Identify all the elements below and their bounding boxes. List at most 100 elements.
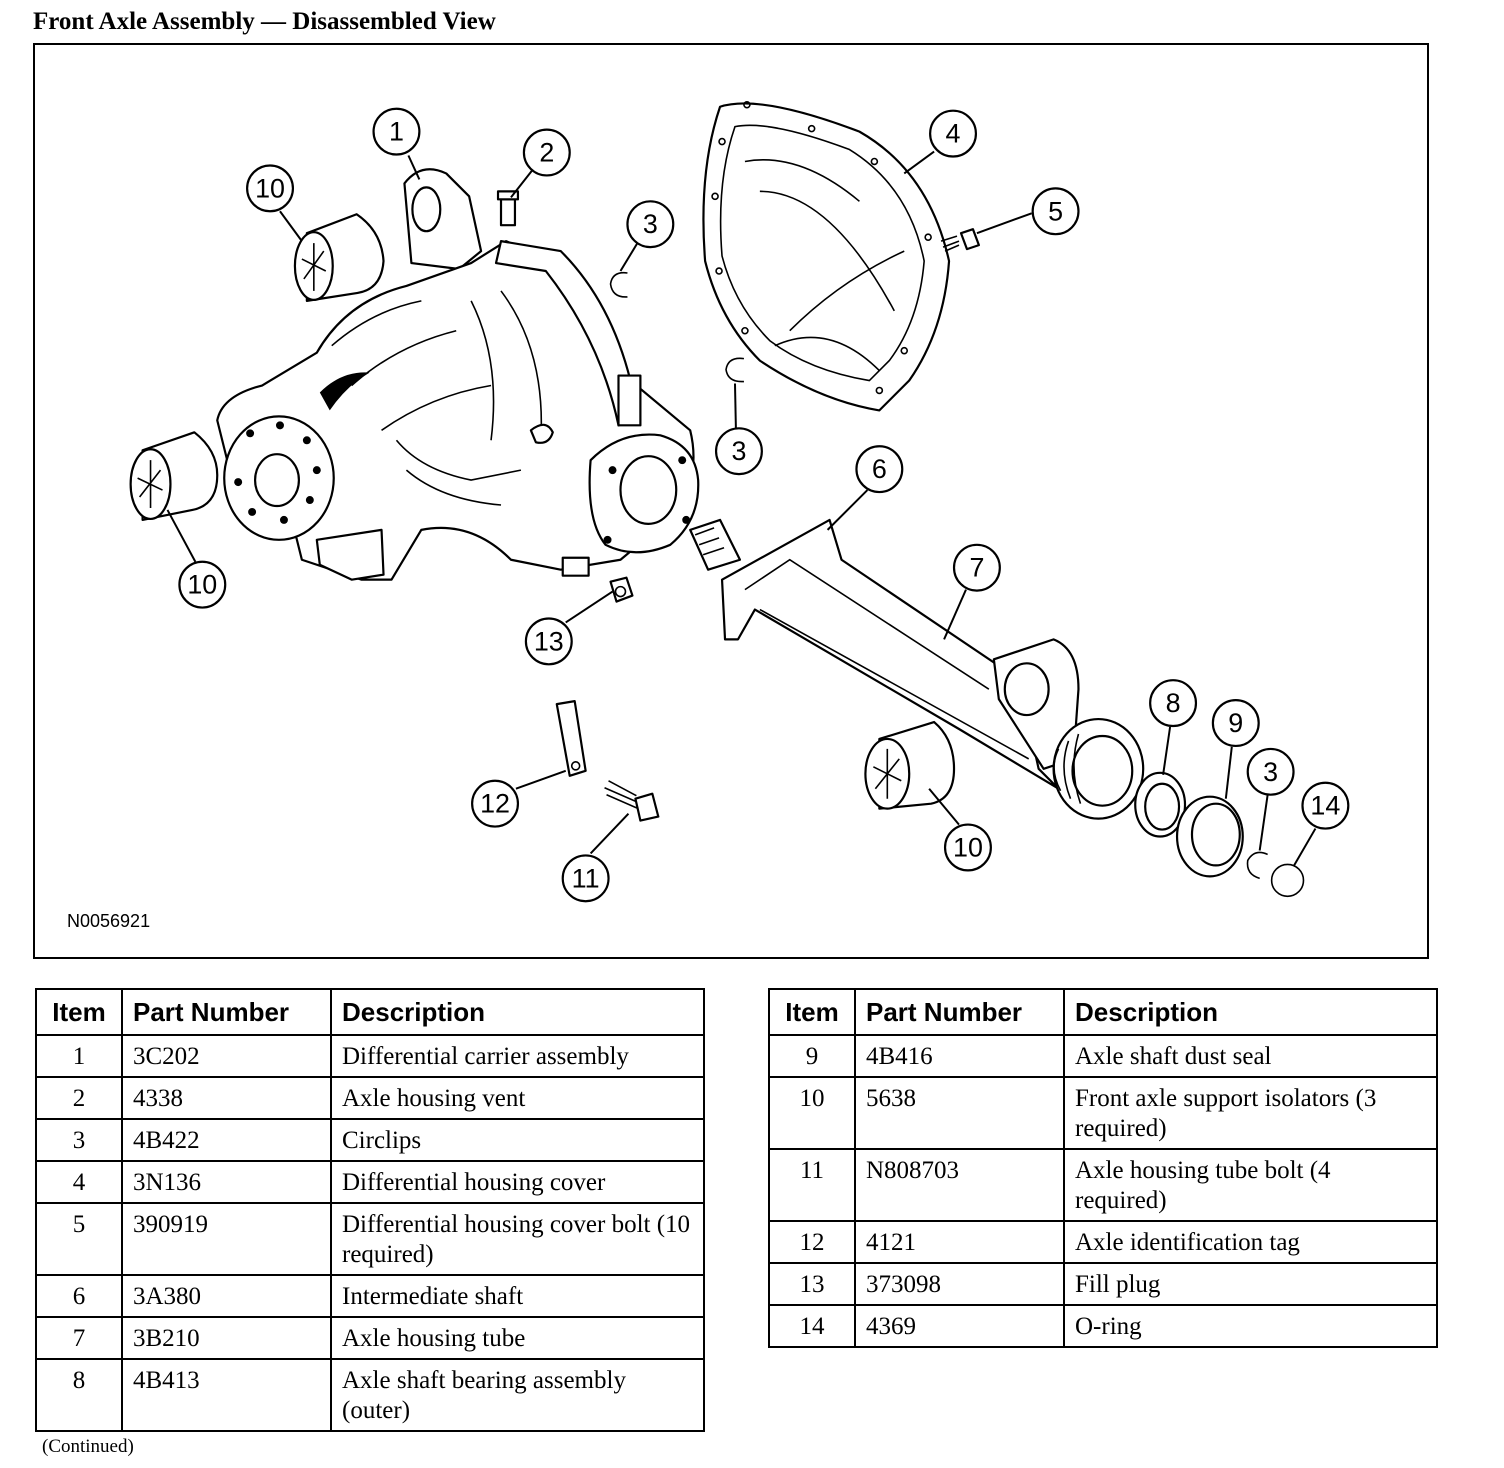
header-part-number: Part Number xyxy=(854,988,1065,1036)
cell-description: Fill plug xyxy=(1063,1262,1438,1306)
svg-text:5: 5 xyxy=(1048,196,1063,226)
cell-item: 3 xyxy=(35,1118,123,1162)
cell-item: 5 xyxy=(35,1202,123,1276)
header-part-number: Part Number xyxy=(121,988,332,1036)
callout-10-upper: 10 xyxy=(246,164,295,213)
cell-description: Differential housing cover xyxy=(330,1160,705,1204)
callout-3-lower: 3 xyxy=(1246,747,1295,796)
dust-seal-drawing xyxy=(1175,795,1244,878)
svg-text:7: 7 xyxy=(969,553,984,583)
cell-description: Differential carrier assembly xyxy=(330,1034,705,1078)
svg-text:9: 9 xyxy=(1228,708,1243,738)
isolator-left-drawing xyxy=(129,431,219,522)
differential-carrier-drawing xyxy=(216,168,700,581)
cell-part-number: 4B422 xyxy=(121,1118,332,1162)
svg-text:2: 2 xyxy=(539,138,554,168)
callout-3-middle: 3 xyxy=(714,427,763,476)
header-description: Description xyxy=(1063,988,1438,1036)
cell-description: Intermediate shaft xyxy=(330,1274,705,1318)
circlip-lower-drawing xyxy=(1246,851,1268,880)
id-tag-drawing xyxy=(555,700,587,777)
svg-text:14: 14 xyxy=(1310,791,1340,821)
callout-5: 5 xyxy=(1031,187,1080,236)
svg-text:10: 10 xyxy=(953,832,983,862)
cell-part-number: 3N136 xyxy=(121,1160,332,1204)
callout-7: 7 xyxy=(952,543,1001,592)
cell-item: 4 xyxy=(35,1160,123,1204)
callout-11: 11 xyxy=(561,854,610,903)
cell-part-number: 373098 xyxy=(854,1262,1065,1306)
cell-part-number: 4B416 xyxy=(854,1034,1065,1078)
svg-text:10: 10 xyxy=(255,173,285,203)
cell-part-number: N808703 xyxy=(854,1148,1065,1222)
cell-item: 14 xyxy=(768,1304,856,1348)
cell-part-number: 4121 xyxy=(854,1220,1065,1264)
cell-description: O-ring xyxy=(1063,1304,1438,1348)
callout-14: 14 xyxy=(1301,781,1350,830)
housing-cover-drawing xyxy=(702,100,951,412)
callout-1: 1 xyxy=(372,107,421,156)
cell-description: Circlips xyxy=(330,1118,705,1162)
page-title: Front Axle Assembly — Disassembled View xyxy=(33,8,496,35)
cell-description: Axle housing tube bolt (4 required) xyxy=(1063,1148,1438,1222)
diagram-canvas: 1 2 3 3 3 4 5 6 7 8 9 10 10 10 11 12 13 … xyxy=(129,100,1350,903)
callout-3-upper: 3 xyxy=(626,200,675,249)
cell-part-number: 4369 xyxy=(854,1304,1065,1348)
callout-10-left: 10 xyxy=(178,560,227,609)
callout-10-lower: 10 xyxy=(943,823,992,872)
leader-lines xyxy=(166,150,1317,867)
svg-text:4: 4 xyxy=(946,119,961,149)
callout-9: 9 xyxy=(1211,699,1260,748)
callout-12: 12 xyxy=(471,779,520,828)
cell-description: Axle identification tag xyxy=(1063,1220,1438,1264)
header-item: Item xyxy=(35,988,123,1036)
svg-text:8: 8 xyxy=(1166,688,1181,718)
callout-6: 6 xyxy=(855,445,904,494)
callout-13: 13 xyxy=(524,617,573,666)
isolator-lower-drawing xyxy=(864,720,956,810)
isolator-upper-drawing xyxy=(293,213,385,302)
svg-text:1: 1 xyxy=(389,117,404,147)
svg-text:6: 6 xyxy=(872,454,887,484)
tube-bolt-drawing xyxy=(604,780,660,822)
svg-text:11: 11 xyxy=(572,863,600,893)
cell-description: Front axle support isolators (3 required… xyxy=(1063,1076,1438,1150)
callout-2: 2 xyxy=(522,128,571,177)
header-description: Description xyxy=(330,988,705,1036)
cell-description: Axle housing vent xyxy=(330,1076,705,1120)
cell-item: 1 xyxy=(35,1034,123,1078)
svg-text:3: 3 xyxy=(731,436,746,466)
exploded-diagram: 1 2 3 3 3 4 5 6 7 8 9 10 10 10 11 12 13 … xyxy=(33,43,1429,959)
circlip-upper-drawing xyxy=(609,271,628,298)
cell-item: 12 xyxy=(768,1220,856,1264)
cell-description: Axle shaft dust seal xyxy=(1063,1034,1438,1078)
cell-item: 9 xyxy=(768,1034,856,1078)
cell-part-number: 3B210 xyxy=(121,1316,332,1360)
callout-4: 4 xyxy=(929,109,978,158)
cell-description: Axle shaft bearing assembly (outer) xyxy=(330,1358,705,1432)
cell-item: 7 xyxy=(35,1316,123,1360)
cell-item: 11 xyxy=(768,1148,856,1222)
cell-description: Axle housing tube xyxy=(330,1316,705,1360)
cell-item: 8 xyxy=(35,1358,123,1432)
o-ring-drawing xyxy=(1270,863,1305,898)
header-item: Item xyxy=(768,988,856,1036)
circlip-middle-drawing xyxy=(725,357,745,383)
callout-8: 8 xyxy=(1149,679,1198,728)
